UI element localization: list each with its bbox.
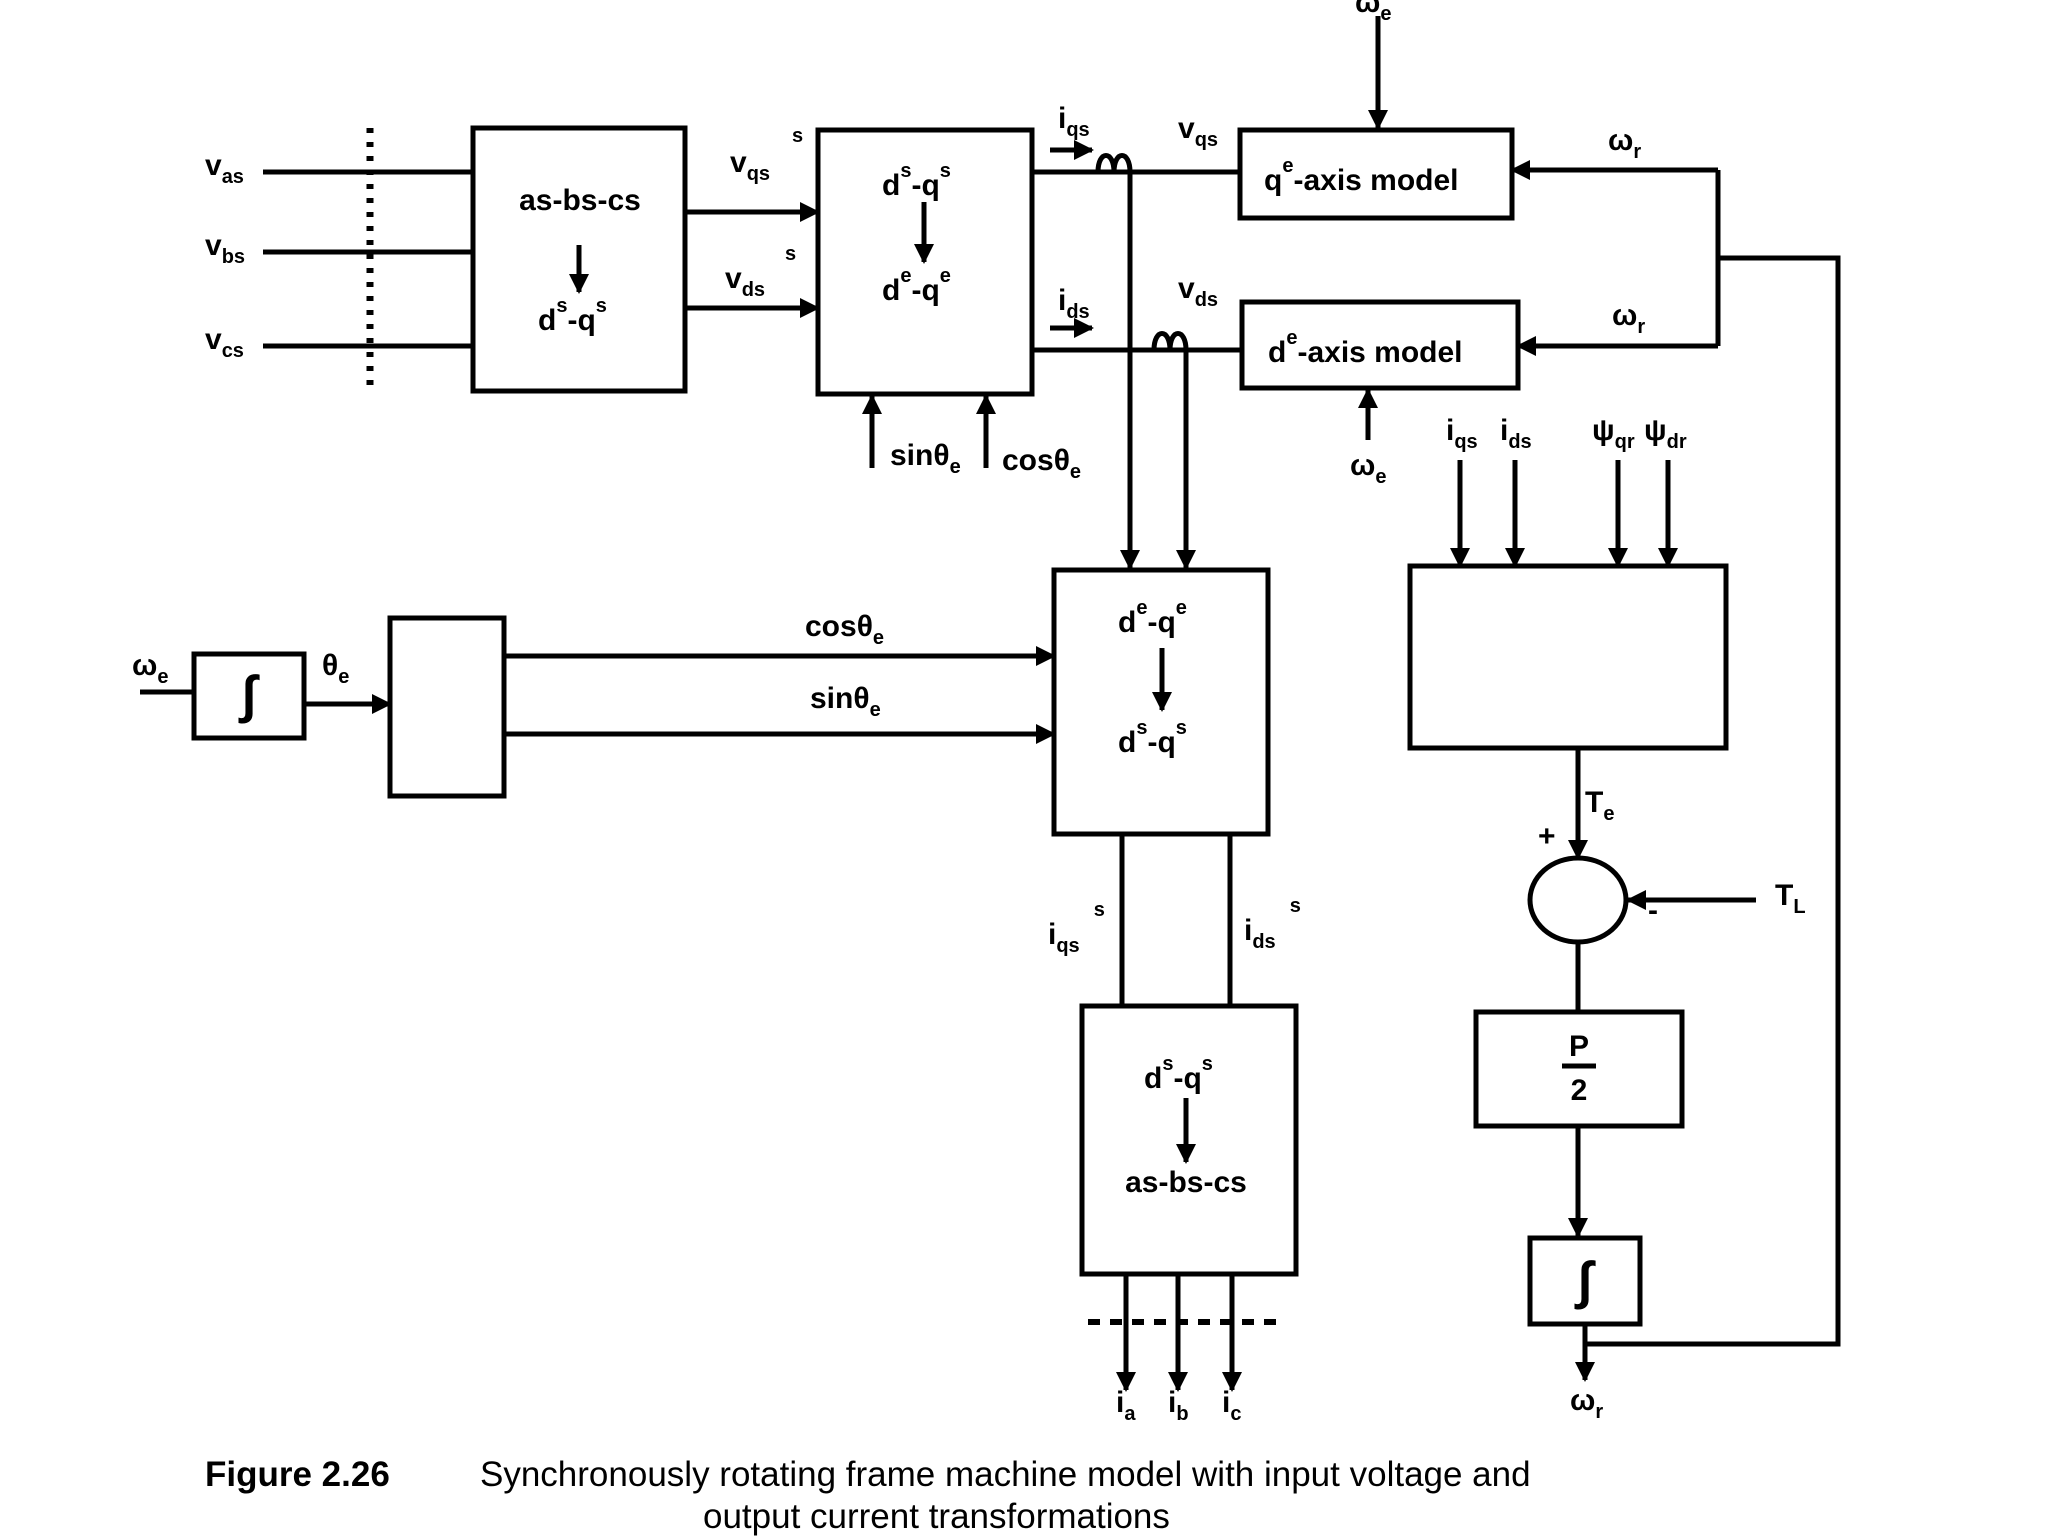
- ids-in-label: ids: [1500, 414, 1532, 453]
- integrator-right-symbol: ∫: [1574, 1252, 1596, 1310]
- q-axis-model-label: qe-axis model: [1264, 155, 1459, 197]
- omega-r-2-label: ωr: [1612, 299, 1645, 338]
- minus-sign: -: [1648, 894, 1658, 927]
- block1-top-label: as-bs-cs: [519, 184, 641, 217]
- ib-label: ib: [1168, 1386, 1189, 1425]
- ids-s-out-label: idss: [1244, 895, 1301, 953]
- cos-label-1: cosθe: [1002, 444, 1081, 483]
- ids-crossover: [1151, 331, 1189, 351]
- q-axis-model-block: [1237, 127, 1515, 221]
- omega-e-left-label: ωe: [132, 649, 168, 688]
- block1-bottom-label: ds-qs: [538, 295, 607, 337]
- omega-e-top-label: ωe: [1355, 0, 1391, 25]
- vas-label: vas: [205, 149, 244, 188]
- block3-bottom-label: ds-qs: [1118, 717, 1187, 759]
- block2-top-label: ds-qs: [882, 160, 951, 202]
- te-label: Te: [1585, 786, 1614, 825]
- vds-s-label: vdss: [725, 243, 796, 301]
- vds-label: vds: [1178, 272, 1218, 311]
- ic-label: ic: [1222, 1386, 1241, 1425]
- vcs-label: vcs: [205, 323, 244, 362]
- vqs-s-label: vqss: [730, 125, 803, 185]
- caption-line-2: output current transformations: [703, 1497, 1170, 1536]
- block2-bottom-label: de-qe: [882, 265, 951, 307]
- d-axis-model-label: de-axis model: [1268, 327, 1463, 369]
- iqs-s-out-label: iqss: [1048, 899, 1105, 957]
- summing-junction: [1527, 855, 1629, 945]
- integrator-left-block: [191, 651, 307, 741]
- iqs-in-label: iqs: [1446, 414, 1478, 453]
- omega-e-mid-label: ωe: [1350, 449, 1386, 488]
- psi-dr-label: ψdr: [1644, 414, 1687, 453]
- vqs-label: vqs: [1178, 112, 1218, 151]
- theta-e-label: θe: [322, 649, 349, 688]
- ia-label: ia: [1116, 1386, 1136, 1425]
- vbs-label: vbs: [205, 229, 245, 268]
- sincos-generator-block: [387, 615, 507, 799]
- integrator-left-symbol: ∫: [238, 666, 260, 724]
- iqs-label: iqs: [1058, 102, 1090, 141]
- figure-label: Figure 2.26: [205, 1455, 390, 1494]
- omega-r-1-label: ωr: [1608, 124, 1641, 163]
- caption-line-1: Synchronously rotating frame machine mod…: [480, 1455, 1531, 1494]
- block4-bottom-label: as-bs-cs: [1125, 1166, 1247, 1199]
- block4-top-label: ds-qs: [1144, 1053, 1213, 1095]
- omega-r-out-label: ωr: [1570, 1384, 1603, 1423]
- sin-label-1: sinθe: [890, 439, 961, 478]
- integrator-right-block: [1527, 1235, 1643, 1327]
- gain-numerator: P: [1569, 1030, 1589, 1063]
- psi-qr-label: ψqr: [1592, 414, 1635, 453]
- iqs-crossover: [1095, 153, 1133, 173]
- sin-label-2: sinθe: [810, 682, 881, 721]
- ids-label: ids: [1058, 284, 1090, 323]
- torque-calc-block: [1407, 563, 1729, 751]
- gain-denominator: 2: [1571, 1074, 1588, 1107]
- omega-r-feedback-loop: [1585, 255, 1841, 1347]
- plus-sign: +: [1538, 820, 1556, 853]
- tl-label: TL: [1775, 879, 1806, 918]
- block3-top-label: de-qe: [1118, 597, 1187, 639]
- dq-stationary-to-abc-block: [1079, 1003, 1299, 1277]
- cos-label-2: cosθe: [805, 610, 884, 649]
